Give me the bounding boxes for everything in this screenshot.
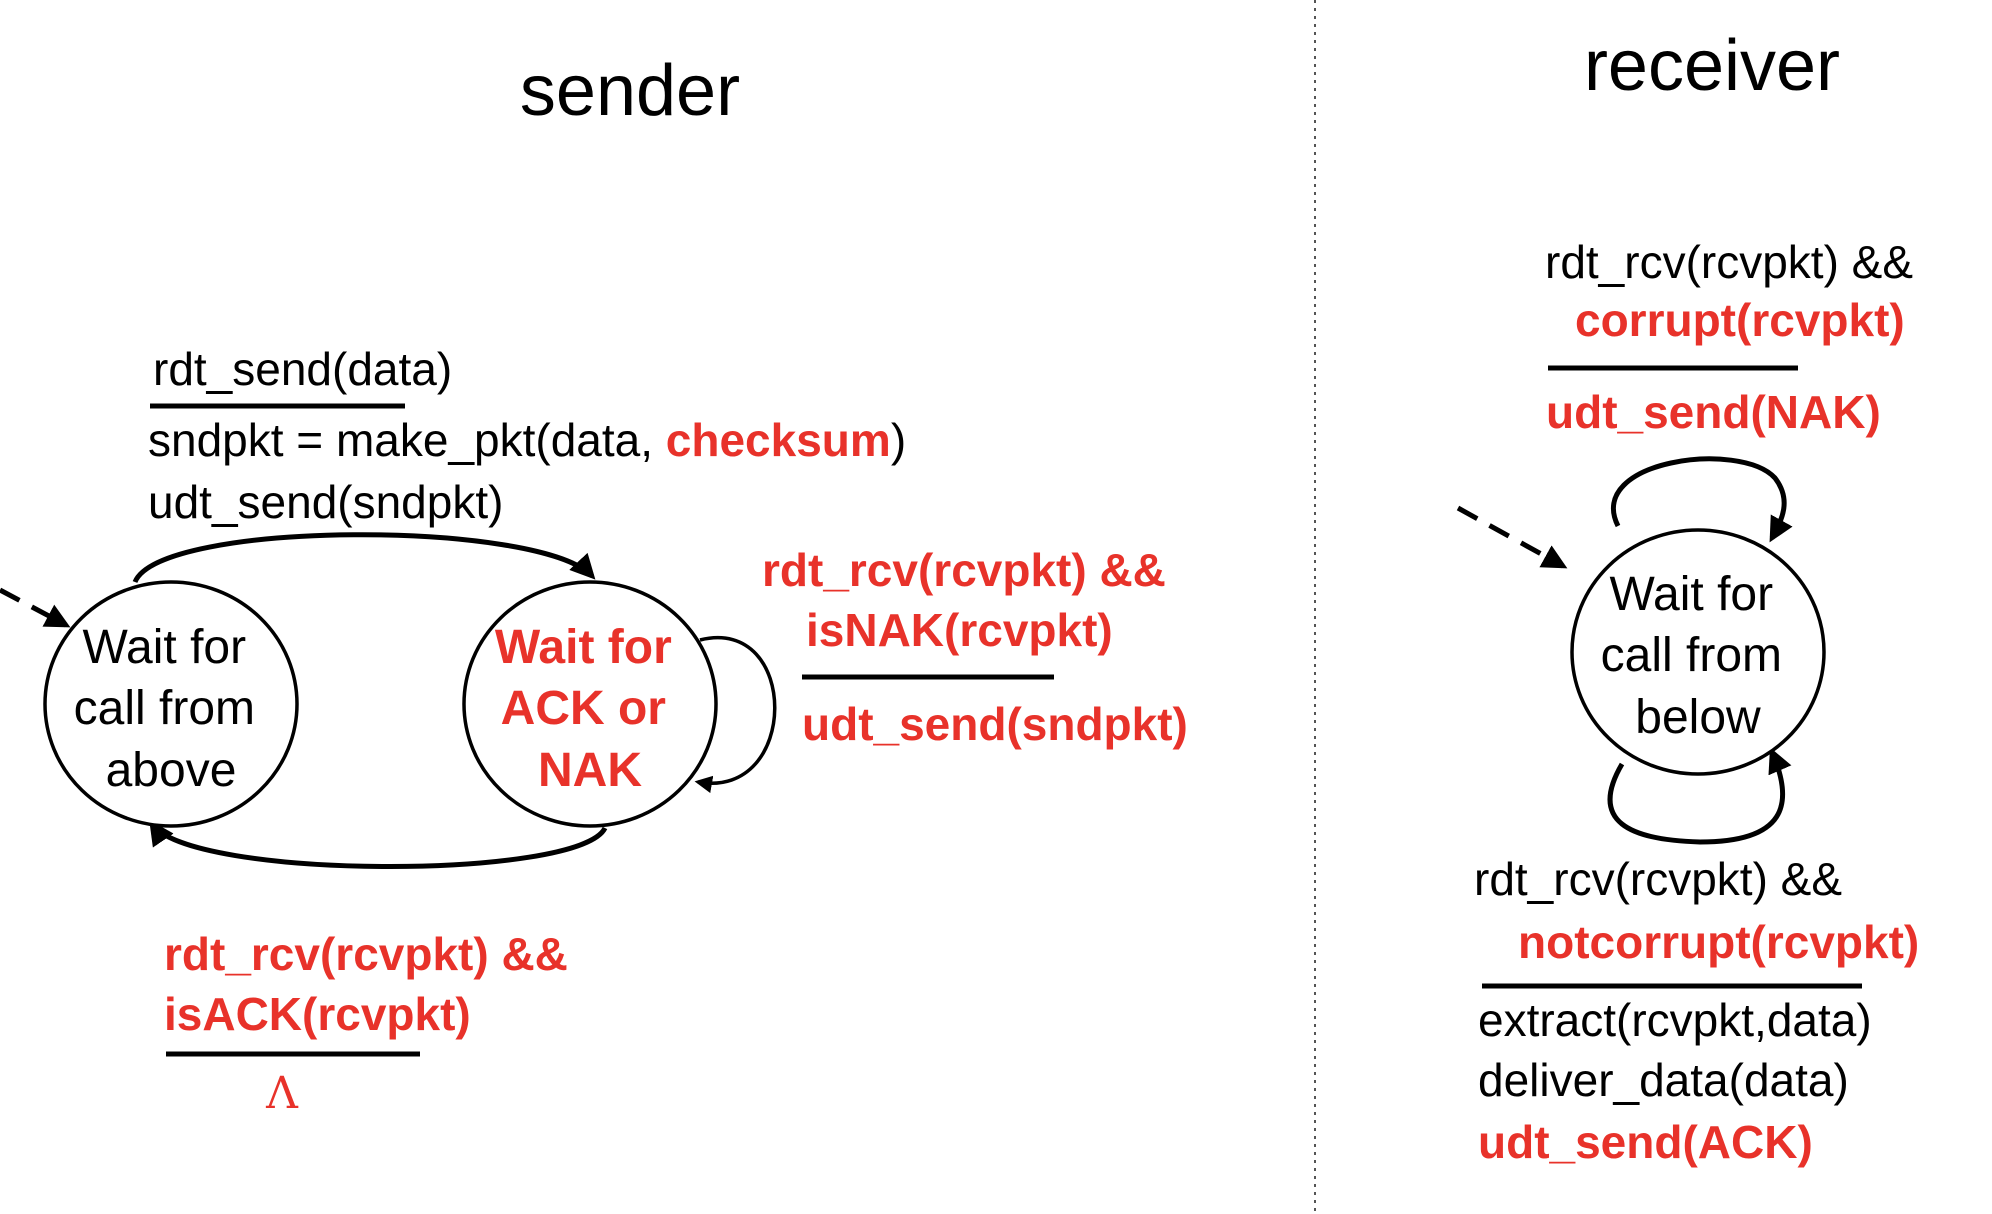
state-wait-for-call-from-above-label: Wait for call from above	[74, 621, 269, 797]
sender-nak-action: udt_send(sndpkt)	[802, 698, 1188, 750]
sender-send-event: rdt_send(data)	[153, 343, 452, 395]
sender-ack-event-2: isACK(rcvpkt)	[164, 988, 471, 1040]
state-wait-for-call-from-below	[1570, 528, 1826, 776]
sender-ack-event-1: rdt_rcv(rcvpkt) &&	[164, 928, 568, 980]
receiver-notcorrupt-action-1: extract(rcvpkt,data)	[1478, 994, 1872, 1046]
receiver-corrupt-event-1: rdt_rcv(rcvpkt) &&	[1545, 236, 1913, 288]
sender-ack-transition-arrow	[149, 819, 608, 869]
receiver-notcorrupt-event-1: rdt_rcv(rcvpkt) &&	[1474, 853, 1842, 905]
receiver-corrupt-selfloop-arrow	[1611, 456, 1793, 543]
receiver-notcorrupt-action-3: udt_send(ACK)	[1478, 1116, 1813, 1168]
receiver-notcorrupt-selfloop-arrow	[1607, 747, 1792, 845]
receiver-corrupt-event-2: corrupt(rcvpkt)	[1575, 294, 1905, 346]
state-wait-for-ack-or-nak	[462, 580, 718, 828]
receiver-title: receiver	[1584, 26, 1840, 106]
receiver-initial-arrow	[1456, 505, 1568, 569]
sender-nak-selfloop-arrow	[694, 636, 777, 794]
sender-send-action-1: sndpkt = make_pkt(data, checksum)	[148, 414, 906, 466]
state-wait-for-ack-or-nak-label: Wait for ACK or NAK	[495, 621, 685, 797]
sender-nak-event-2: isNAK(rcvpkt)	[806, 604, 1113, 656]
sender-nak-event-1: rdt_rcv(rcvpkt) &&	[762, 544, 1166, 596]
state-wait-for-call-from-below-label: Wait for call from below	[1601, 568, 1796, 744]
state-wait-for-call-from-above	[43, 580, 299, 828]
receiver-corrupt-action: udt_send(NAK)	[1546, 386, 1881, 438]
sender-ack-action-lambda: Λ	[265, 1068, 299, 1119]
receiver-notcorrupt-action-2: deliver_data(data)	[1478, 1054, 1849, 1106]
sender-initial-arrow	[0, 587, 71, 628]
sender-title: sender	[520, 51, 740, 131]
receiver-notcorrupt-event-2: notcorrupt(rcvpkt)	[1518, 916, 1919, 968]
sender-send-action-2: udt_send(sndpkt)	[148, 476, 503, 528]
sender-send-transition-arrow	[132, 532, 596, 584]
